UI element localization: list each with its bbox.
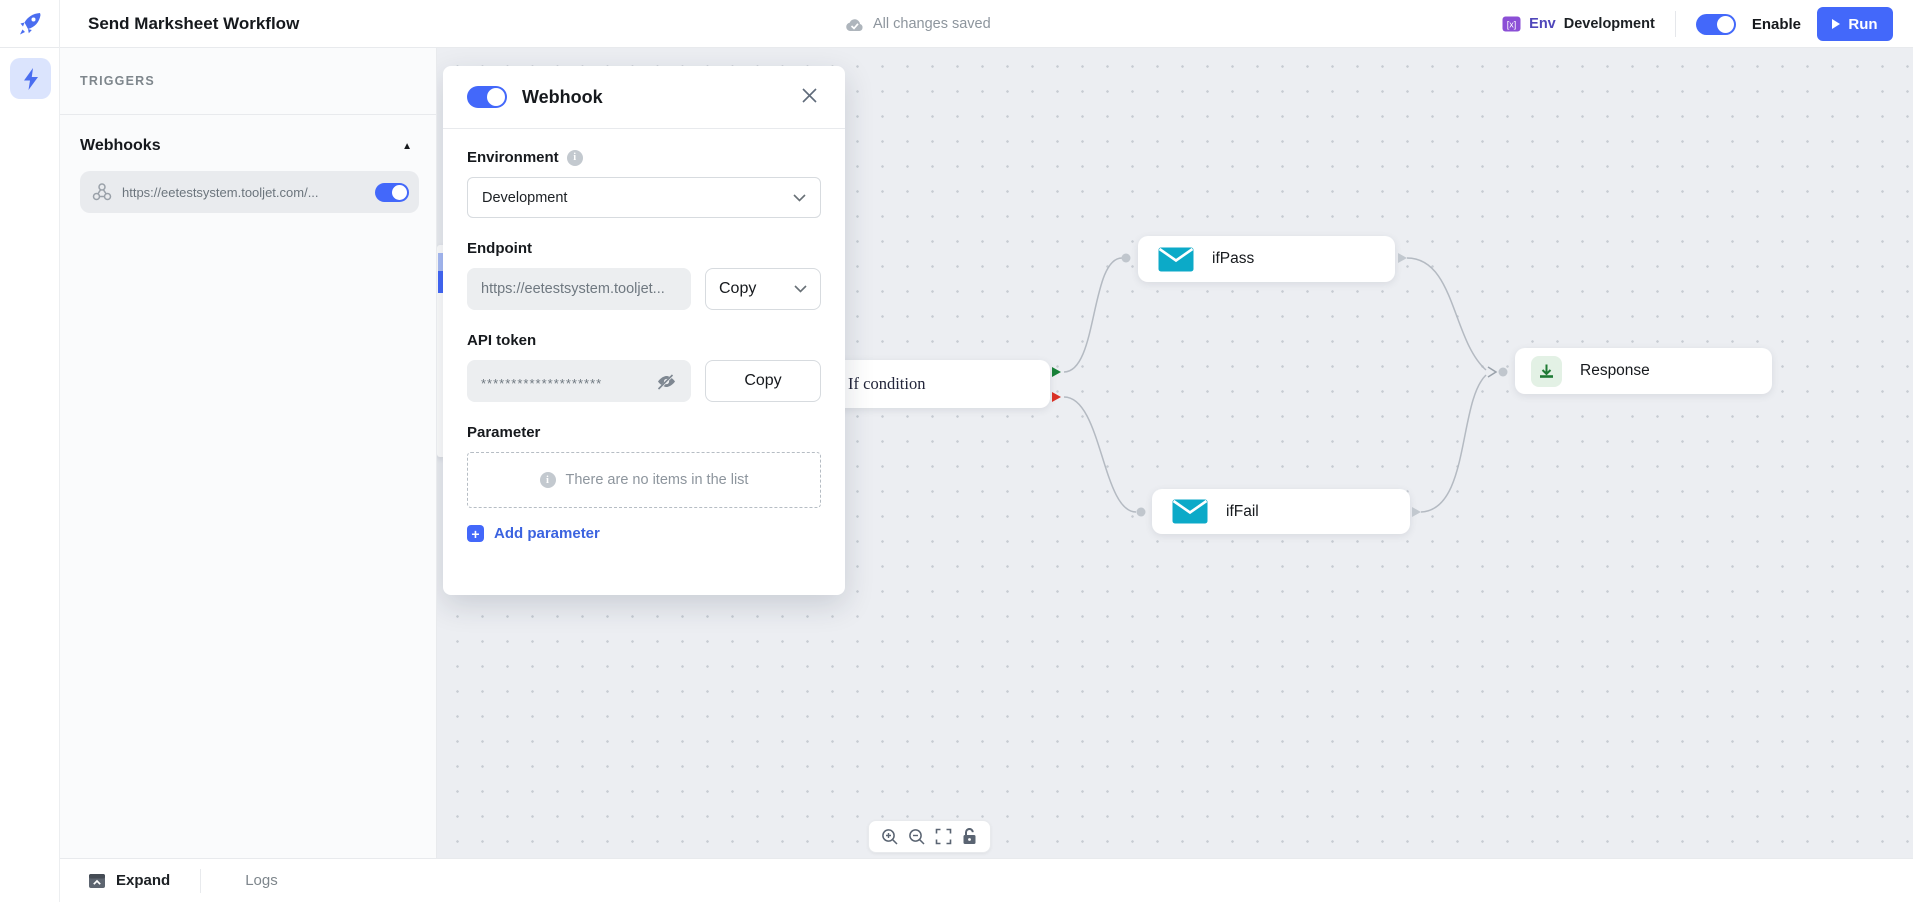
iffail-output-handle[interactable]: [1412, 507, 1421, 517]
email-icon: [1172, 499, 1208, 524]
email-icon: [1158, 247, 1194, 271]
left-rail: [0, 48, 60, 902]
api-token-copy-button[interactable]: Copy: [705, 360, 821, 402]
copy-label: Copy: [719, 280, 757, 297]
expand-label: Expand: [116, 872, 171, 889]
cloud-check-icon: [846, 18, 863, 31]
webhook-config-modal: Webhook Environment i Development Endpoi…: [443, 66, 845, 595]
lightning-icon: [23, 67, 38, 90]
webhook-icon: [92, 183, 112, 201]
expand-button[interactable]: Expand: [88, 872, 170, 890]
response-icon: [1531, 355, 1562, 387]
modal-title: Webhook: [522, 86, 603, 107]
save-status: All changes saved: [845, 0, 991, 48]
divider: [1674, 11, 1676, 37]
webhook-url: https://eetestsystem.tooljet.com/...: [122, 184, 319, 200]
endpoint-copy-dropdown[interactable]: Copy: [705, 268, 821, 310]
modal-header: Webhook: [443, 66, 845, 129]
if-false-handle[interactable]: [1052, 392, 1061, 402]
webhooks-title: Webhooks: [80, 137, 161, 154]
webhook-list-item[interactable]: https://eetestsystem.tooljet.com/...: [80, 171, 419, 213]
close-icon[interactable]: [798, 84, 821, 110]
api-token-masked-value: ********************: [481, 375, 603, 391]
triggers-sidebar: TRIGGERS Webhooks ▲ https://eetestsystem…: [60, 48, 437, 858]
collapse-icon[interactable]: ▲: [402, 140, 412, 152]
env-value: Development: [1563, 16, 1655, 32]
parameter-empty-state: i There are no items in the list: [467, 452, 821, 508]
modal-body: Environment i Development Endpoint https…: [443, 129, 845, 542]
env-icon: [x]: [1502, 16, 1521, 32]
webhook-item-toggle[interactable]: [375, 182, 409, 202]
lock-icon[interactable]: [961, 828, 978, 845]
environment-badge[interactable]: [x] Env Development: [1502, 16, 1655, 32]
save-status-text: All changes saved: [873, 16, 991, 32]
rocket-icon: [19, 12, 40, 34]
node-iffail[interactable]: ifFail: [1152, 489, 1410, 534]
triggers-title: TRIGGERS: [80, 74, 155, 88]
environment-selected-value: Development: [482, 189, 568, 206]
api-token-field[interactable]: ********************: [467, 360, 691, 402]
node-response[interactable]: Response: [1515, 348, 1772, 394]
svg-text:[x]: [x]: [1507, 20, 1517, 30]
triggers-rail-button[interactable]: [10, 58, 51, 99]
ifpass-output-handle[interactable]: [1398, 253, 1407, 263]
node-label: Response: [1580, 362, 1650, 379]
node-label: ifFail: [1226, 502, 1259, 520]
environment-select[interactable]: Development: [467, 177, 821, 218]
hidden-node-accent: [438, 271, 444, 293]
canvas-controls: [868, 820, 991, 853]
chevron-down-icon: [793, 193, 806, 202]
enable-label: Enable: [1751, 15, 1801, 33]
page-title: Send Marksheet Workflow: [88, 13, 300, 33]
divider: [200, 868, 202, 893]
node-label: ifPass: [1212, 250, 1255, 267]
enable-workflow-toggle[interactable]: [1695, 13, 1736, 35]
empty-message: There are no items in the list: [565, 472, 749, 488]
webhook-enable-toggle[interactable]: [467, 86, 507, 108]
hidden-node-accent: [438, 253, 444, 271]
fit-view-icon[interactable]: [935, 828, 952, 845]
bottom-bar: Expand Logs: [60, 858, 1913, 902]
sidebar-section-header: TRIGGERS: [60, 48, 436, 115]
app-header: Send Marksheet Workflow All changes save…: [0, 0, 1913, 48]
api-token-label: API token: [467, 332, 537, 349]
parameter-label: Parameter: [467, 424, 541, 441]
run-button[interactable]: Run: [1817, 7, 1893, 41]
info-icon: i: [539, 472, 556, 488]
add-parameter-button[interactable]: + Add parameter: [467, 525, 821, 542]
environment-label: Environment i: [467, 149, 821, 166]
hidden-start-node[interactable]: [437, 245, 444, 457]
endpoint-label: Endpoint: [467, 240, 532, 257]
play-icon: [1832, 19, 1841, 29]
logs-button[interactable]: Logs: [245, 872, 278, 889]
if-true-handle[interactable]: [1052, 367, 1061, 377]
info-icon: i: [566, 149, 583, 166]
chevron-down-icon: [794, 285, 807, 293]
node-ifpass[interactable]: ifPass: [1138, 236, 1395, 282]
add-parameter-label: Add parameter: [494, 525, 600, 542]
plus-icon: +: [467, 525, 484, 542]
endpoint-value-field[interactable]: https://eetestsystem.tooljet...: [467, 268, 691, 310]
expand-panel-icon: [89, 873, 105, 888]
app-logo[interactable]: [0, 0, 60, 48]
env-label: Env: [1529, 16, 1556, 32]
eye-off-icon[interactable]: [656, 373, 677, 390]
zoom-in-icon[interactable]: [881, 828, 899, 846]
webhooks-group-header[interactable]: Webhooks ▲: [60, 115, 436, 169]
node-label: If condition: [848, 374, 926, 393]
endpoint-value: https://eetestsystem.tooljet...: [481, 281, 665, 297]
zoom-out-icon[interactable]: [908, 828, 926, 846]
